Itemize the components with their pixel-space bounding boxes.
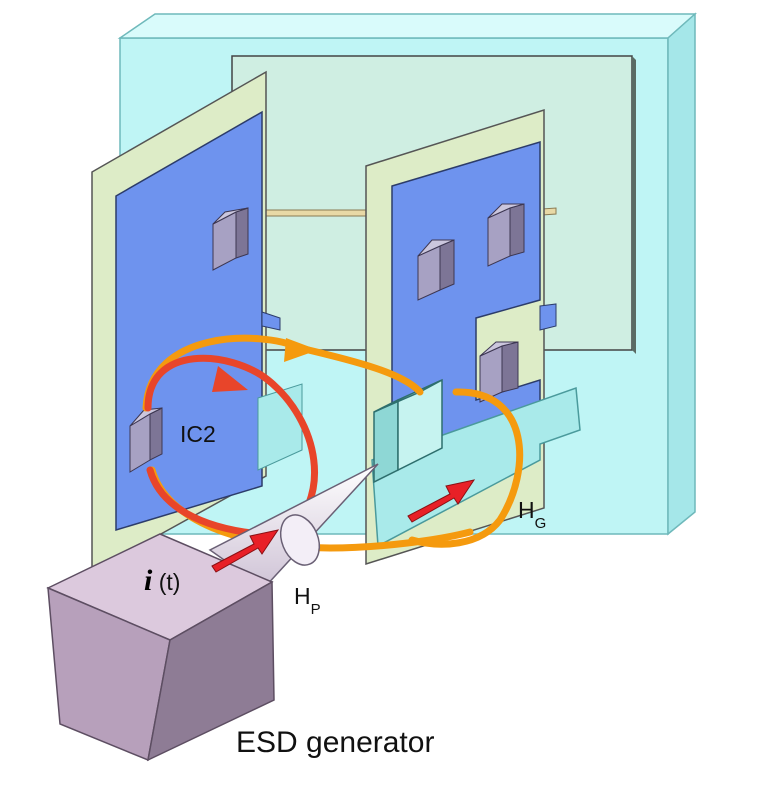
component-right-3 — [479, 341, 519, 403]
hg-label-main: H — [518, 497, 535, 523]
generator-side — [146, 580, 275, 762]
right-pcb-tab — [539, 303, 557, 331]
current-label: i (t) — [144, 564, 180, 597]
current-symbol: i — [144, 564, 153, 597]
esd-generator-body — [46, 533, 275, 762]
hp-orange-arrowhead — [284, 338, 318, 362]
hg-loop — [408, 388, 524, 548]
ic2-label: IC2 — [180, 421, 216, 447]
hp-inner-loop — [144, 354, 318, 544]
enclosure-side — [667, 12, 696, 536]
current-arrow-probe — [211, 529, 280, 573]
ic-box-front — [373, 398, 399, 484]
ic2-chip — [129, 407, 163, 473]
components — [212, 203, 525, 403]
hp-label-main: H — [294, 583, 311, 609]
ic-box-top — [373, 379, 443, 413]
hg-label-sub: G — [535, 515, 547, 532]
hp-red-arrowhead — [212, 366, 248, 392]
current-argument: (t) — [152, 569, 180, 595]
probe-collar — [279, 514, 321, 566]
component-right-2 — [487, 203, 525, 267]
current-arrow-ground — [407, 479, 476, 523]
component-right-1 — [417, 239, 455, 301]
left-pcb-tab — [261, 311, 281, 331]
generator-label: ESD generator — [236, 726, 434, 759]
hg-label: HG — [518, 497, 546, 532]
inner-plate-edge — [632, 56, 636, 354]
enclosure-top — [117, 13, 697, 39]
ic-box — [373, 378, 443, 484]
hp-label-sub: P — [311, 601, 321, 618]
hp-red-lower — [146, 466, 264, 538]
hp-label: HP — [294, 583, 321, 618]
component-left-upper — [212, 207, 249, 271]
probe — [208, 463, 379, 589]
